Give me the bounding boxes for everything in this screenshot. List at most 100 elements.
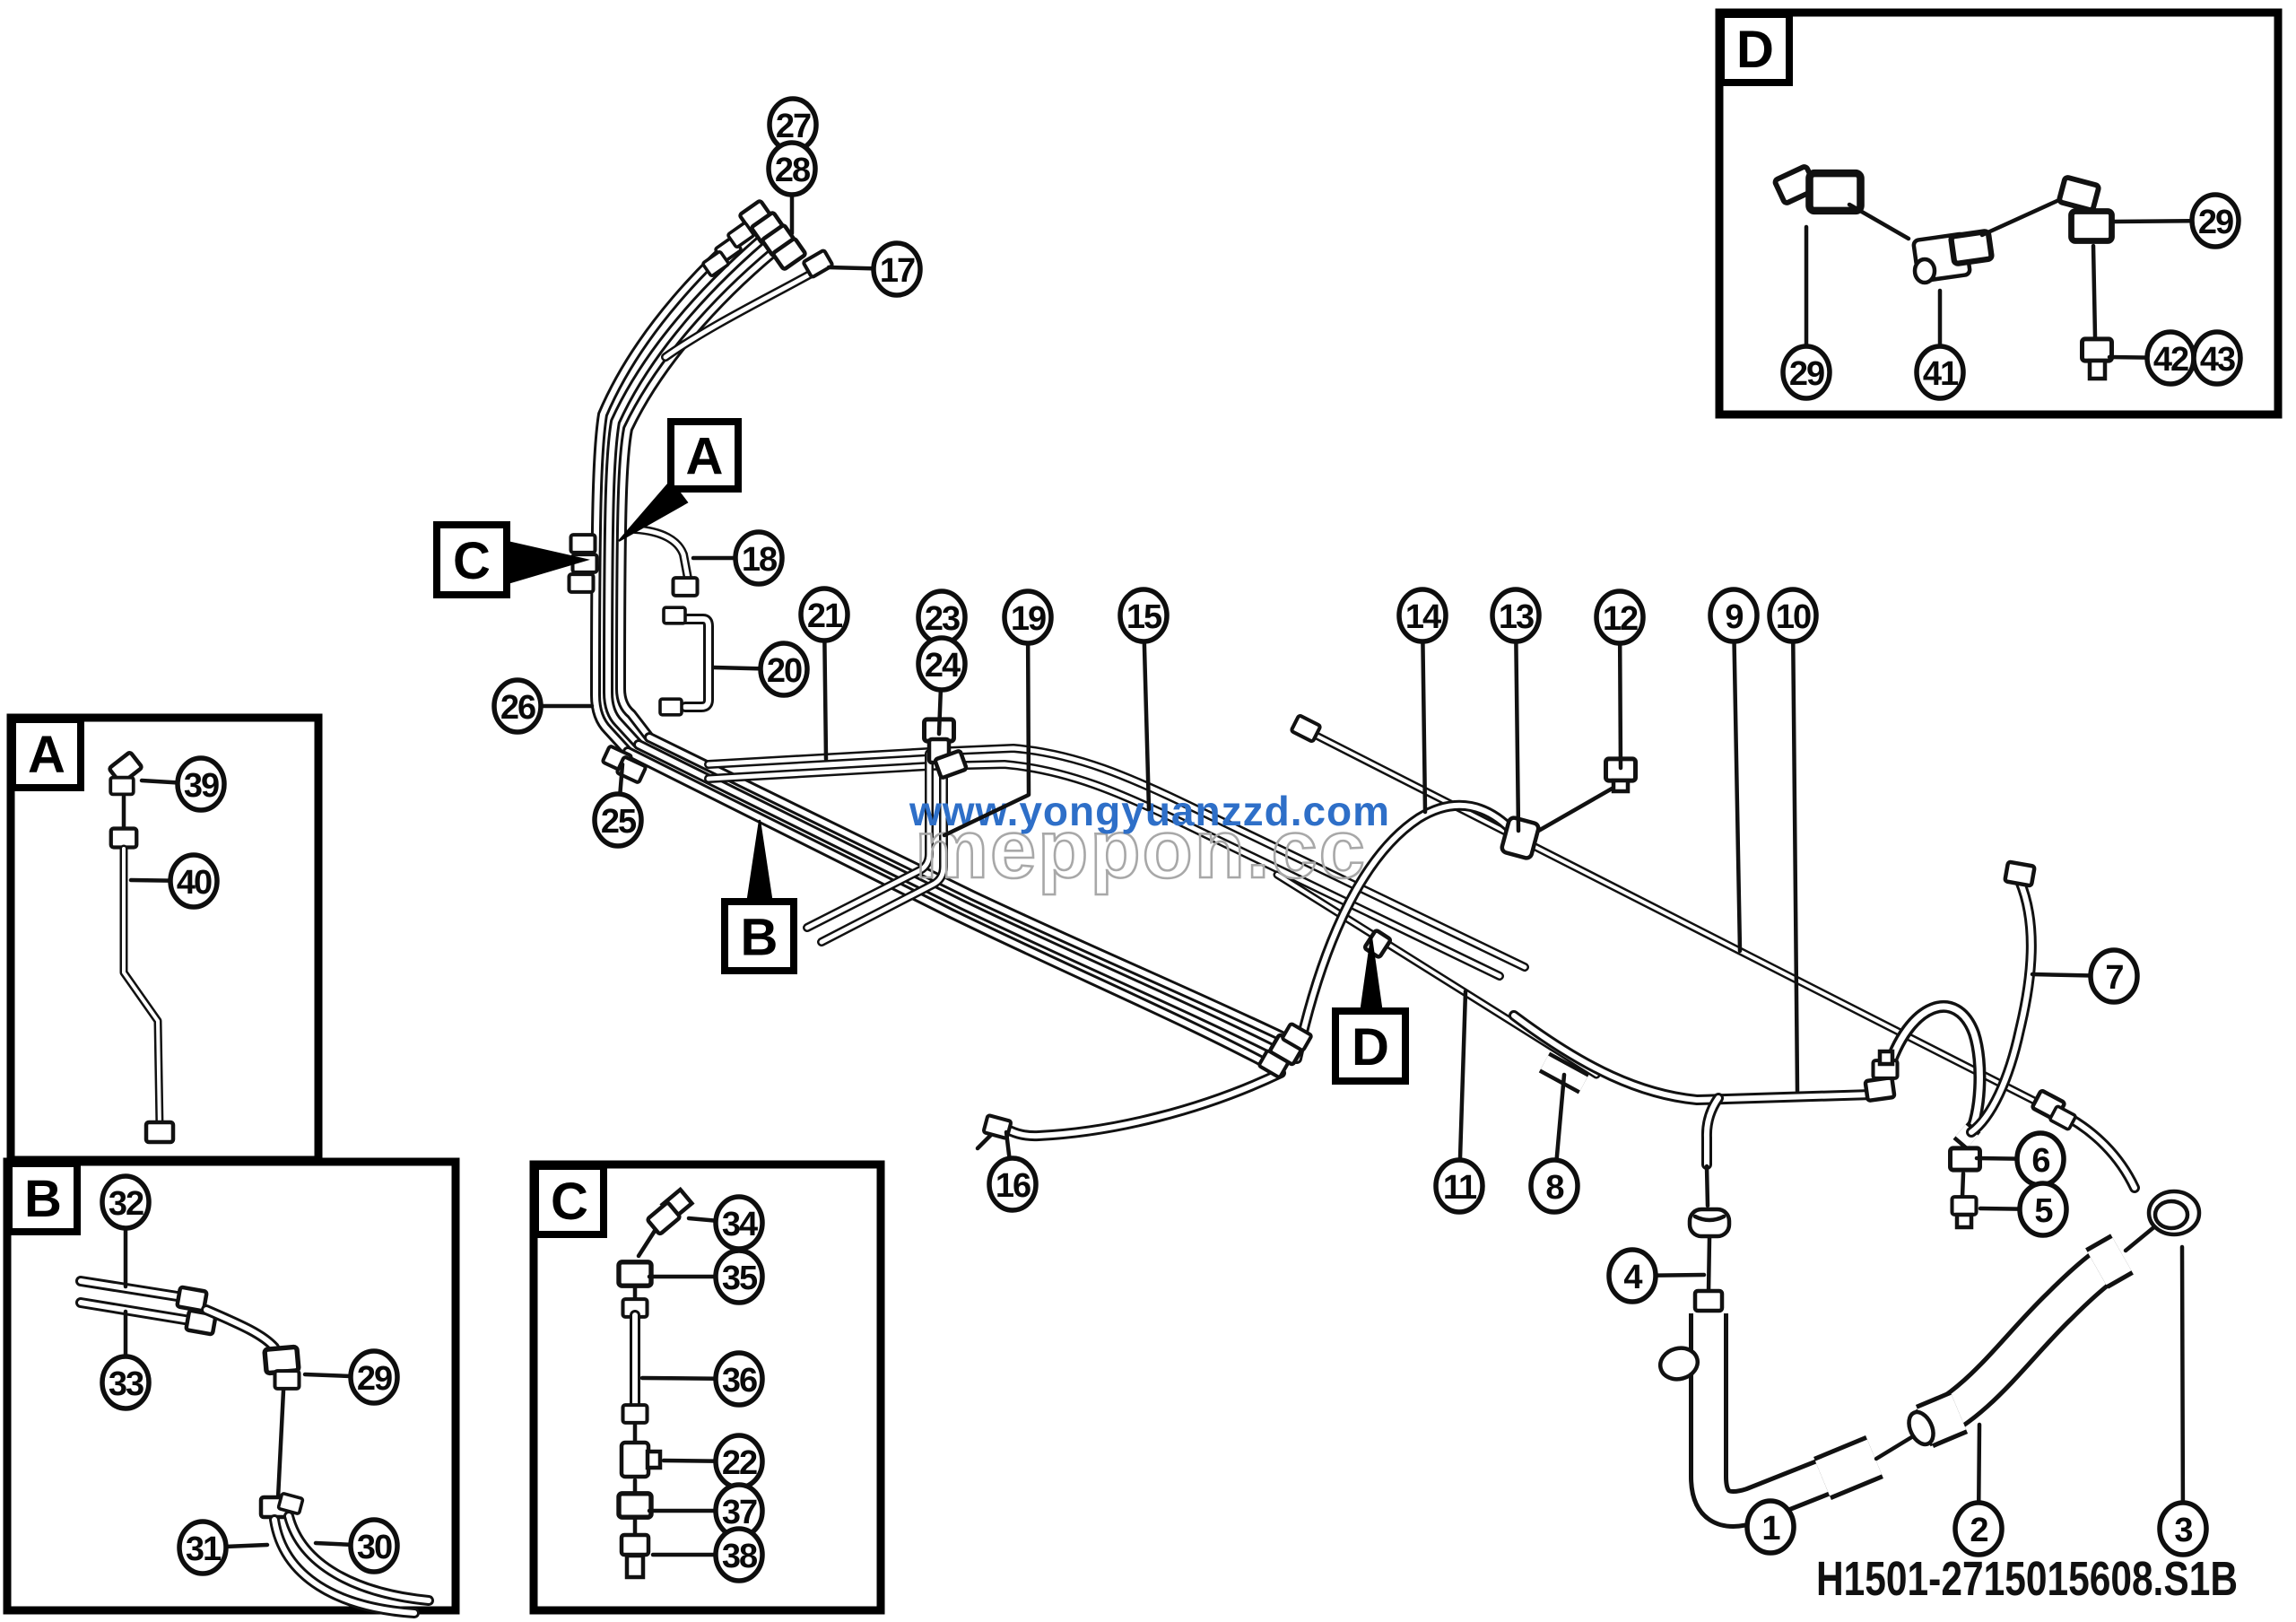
callout-number-32: 32 (109, 1185, 144, 1223)
pipe-1-side-port (1657, 1346, 1700, 1382)
callout-circle-29 (348, 1348, 400, 1406)
hose-14-core (1294, 802, 1517, 1061)
inset-corner-A (9, 716, 84, 791)
clamp-4-detail (1692, 1214, 1726, 1223)
section-box-C (433, 521, 510, 598)
hose-bundle-strand-3-core (618, 240, 788, 740)
plug-5-tip (1954, 1212, 1974, 1230)
plug-5 (1952, 1197, 1977, 1215)
callout-circle-10 (1767, 587, 1819, 644)
tube-36-cap-bottom (623, 1405, 648, 1423)
callout-circle-43 (2191, 329, 2243, 387)
inset-box-D (1715, 8, 2283, 419)
leader-19 (942, 615, 1031, 838)
callout-circle-9 (1708, 587, 1760, 644)
inset-b-link (275, 1388, 286, 1501)
hose-7-nut (2005, 862, 2034, 886)
callout-number-9: 9 (1725, 598, 1743, 636)
callout-number-18: 18 (742, 541, 777, 579)
tee-22-stub (645, 1449, 663, 1470)
leader-3 (2179, 1244, 2186, 1531)
callout-circle-26 (491, 677, 544, 735)
callout-circle-41 (1914, 344, 1966, 401)
tee-41-port (1912, 257, 1937, 285)
nut-35 (619, 1262, 651, 1286)
leader-15 (1141, 613, 1152, 812)
pipe-20-core (683, 616, 711, 710)
callout-circle-25 (592, 791, 644, 849)
callout-circle-30 (348, 1517, 400, 1574)
inset-letter-C: C (551, 1173, 588, 1231)
pipe-1-core (1693, 1313, 1872, 1524)
callout-circle-17 (871, 240, 923, 298)
inset-d-pointer-2 (1979, 196, 2064, 238)
callout-circle-11 (1433, 1157, 1485, 1215)
callout-circle-5 (2017, 1181, 2069, 1238)
bundle-diagonal-3-core (647, 735, 1301, 1047)
pipe-18-nut (674, 578, 698, 596)
callout-circle-28 (766, 140, 818, 197)
align-line-2-3 (2123, 1223, 2159, 1253)
watermark-outline-text: meppon.cc (915, 804, 1367, 895)
section-box-A (667, 418, 742, 493)
callout-number-34: 34 (722, 1206, 758, 1243)
callout-number-20: 20 (767, 652, 802, 690)
nut-37 (619, 1494, 651, 1517)
inset-b-elbow-29-b (275, 1371, 300, 1389)
inset-c-contents (619, 1186, 695, 1580)
callout-circle-2 (1952, 1500, 2005, 1557)
inset-corner-C (532, 1163, 607, 1238)
leader-11 (1457, 989, 1468, 1189)
bundle-clamp-a (571, 535, 596, 553)
callout-circle-39 (175, 755, 227, 813)
callout-circle-24 (916, 635, 968, 693)
pipe-19-a-core (804, 751, 932, 930)
callout-circle-14 (1396, 587, 1448, 644)
callout-number-30: 30 (357, 1529, 392, 1566)
callout-number-23: 23 (925, 600, 960, 638)
link-clamp-upper (1704, 1164, 1710, 1208)
tube-40-core (122, 847, 161, 1129)
callout-number-37: 37 (722, 1494, 757, 1531)
hose-16-stub (975, 1133, 993, 1151)
pipe-8-10-core (1511, 1013, 1875, 1103)
pipe-21-core (706, 746, 1527, 970)
section-box-D (1332, 1007, 1409, 1085)
inset-c-link-1 (636, 1228, 657, 1259)
callout-number-42: 42 (2153, 341, 2188, 379)
callout-circle-12 (1594, 589, 1646, 646)
hose-17-core (663, 268, 819, 360)
inset-letter-D: D (1736, 21, 1774, 79)
callout-number-29: 29 (357, 1360, 392, 1398)
pipe-10-downbranch-core (1703, 1095, 1721, 1167)
callout-number-10: 10 (1776, 598, 1811, 636)
plug-42 (2083, 339, 2112, 361)
pipe-20 (680, 614, 714, 712)
callout-circle-29 (1780, 344, 1832, 401)
inset-b-hose-nut-2 (276, 1491, 305, 1516)
fitting-39-nut (109, 775, 135, 797)
part-number: H1501-2715015608.S1B (1816, 1552, 2238, 1606)
inset-corner-B (5, 1160, 81, 1235)
section-arrow-B (745, 819, 774, 904)
plug-38-tip (624, 1553, 646, 1580)
callout-number-29: 29 (2198, 204, 2233, 241)
inset-d-link-42 (2091, 243, 2098, 340)
callout-circle-31 (177, 1519, 229, 1576)
callout-number-8: 8 (1545, 1169, 1563, 1207)
pipe-10-stub (1877, 1049, 1895, 1067)
callout-number-3: 3 (2174, 1512, 2192, 1549)
pipe-1-top-nut (1695, 1291, 1722, 1311)
callout-number-14: 14 (1405, 598, 1441, 636)
inset-box-B (3, 1157, 460, 1615)
tube-40-top-nut (111, 829, 137, 848)
callout-number-24: 24 (925, 647, 961, 685)
callout-number-41: 41 (1923, 355, 1959, 393)
section-box-B (721, 898, 797, 974)
nut-12-base (1611, 778, 1631, 794)
inset-d-pointer-1 (1847, 202, 1911, 241)
plug-42-tip (2087, 358, 2108, 381)
pipe-1-collar-core (1814, 1439, 1883, 1496)
